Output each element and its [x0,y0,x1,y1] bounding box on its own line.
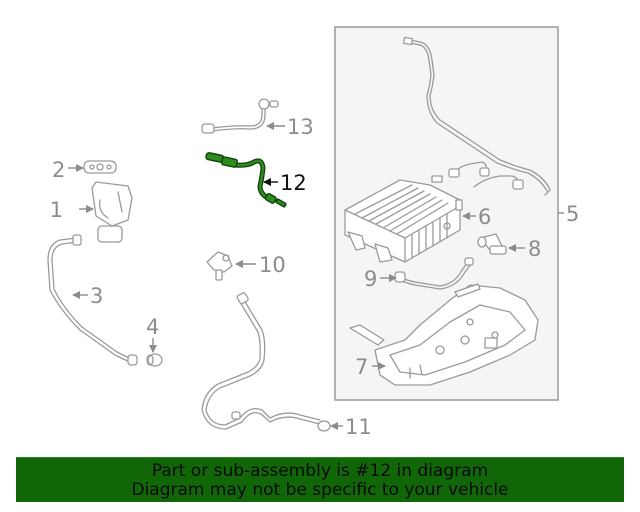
valve-10 [206,251,233,281]
shield-tray-7 [349,283,539,386]
oxygen-sensor-13 [201,98,279,134]
gasket-2 [83,160,117,174]
vapor-hose [402,36,551,196]
hose-11 [201,292,331,432]
callout-12[interactable]: 12 [280,171,307,195]
callout-9[interactable]: 9 [364,267,377,291]
callout-4[interactable]: 4 [146,315,159,339]
clamp-4 [146,353,163,367]
callout-7[interactable]: 7 [355,355,368,379]
oxygen-sensor-12-highlighted[interactable] [205,152,287,208]
callout-11[interactable]: 11 [345,415,372,439]
air-pump-1 [91,181,133,243]
banner-line-part: Part or sub-assembly is #12 in diagram [151,461,489,481]
callout-13[interactable]: 13 [287,115,314,139]
callout-2[interactable]: 2 [52,158,65,182]
hose-3 [47,234,138,366]
callout-6[interactable]: 6 [478,205,491,229]
evap-canister-6 [344,175,463,263]
banner-line-disclaimer: Diagram may not be specific to your vehi… [131,480,509,500]
callout-10[interactable]: 10 [259,253,286,277]
callout-8[interactable]: 8 [528,237,541,261]
callout-5[interactable]: 5 [566,202,579,226]
callout-3[interactable]: 3 [90,284,103,308]
callout-1[interactable]: 1 [50,198,63,222]
valve-8 [477,233,507,255]
hose-9 [394,257,474,290]
canister-hoses [448,161,524,190]
info-banner: Part or sub-assembly is #12 in diagram D… [16,457,624,502]
